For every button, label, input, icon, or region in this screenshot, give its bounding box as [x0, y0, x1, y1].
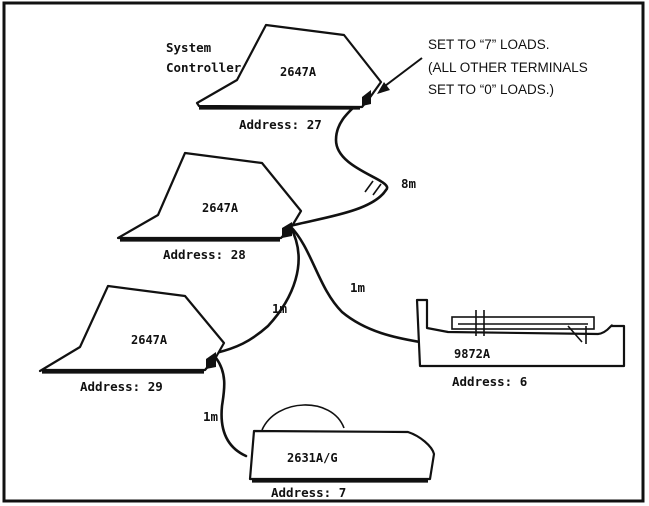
- terminal-controller: 2647A Address: 27: [197, 25, 381, 132]
- device-model: 2647A: [131, 333, 168, 347]
- cable-length-label: 8m: [401, 176, 417, 191]
- printer-paper-arc: [262, 405, 344, 430]
- cable-terminal-28-to-terminal-29: [216, 226, 299, 353]
- device-address: Address: 29: [80, 379, 163, 394]
- cable-terminal-29-to-printer: [216, 358, 246, 456]
- plotter-9872a: 9872A Address: 6: [417, 300, 624, 389]
- terminal-29: 2647A Address: 29: [40, 286, 224, 394]
- device-model: 2647A: [280, 65, 317, 79]
- system-controller-label-line-1: System: [166, 40, 212, 55]
- device-model: 9872A: [454, 347, 491, 361]
- printer-2631a: 2631A/G Address: 7: [250, 431, 434, 500]
- device-address: Address: 27: [239, 117, 322, 132]
- terminal-28: 2647A Address: 28: [118, 153, 301, 262]
- system-controller-label-line-2: Controller: [166, 60, 242, 75]
- cable-length-label: 1m: [350, 280, 366, 295]
- device-address: Address: 7: [271, 485, 346, 500]
- device-address: Address: 6: [452, 374, 527, 389]
- device-model: 2647A: [202, 201, 239, 215]
- note-line-3: SET TO “0” LOADS.): [428, 82, 554, 97]
- device-model: 2631A/G: [287, 451, 338, 465]
- note-line-1: SET TO “7” LOADS.: [428, 37, 550, 52]
- cable-controller-to-terminal-28: [290, 93, 387, 226]
- device-address: Address: 28: [163, 247, 246, 262]
- cable-length-label: 1m: [272, 301, 288, 316]
- cable-length-label: 1m: [203, 409, 219, 424]
- load-setting-note: SET TO “7” LOADS. (ALL OTHER TERMINALS S…: [377, 37, 588, 97]
- cable-break-mark: [365, 181, 381, 195]
- note-arrow-shaft: [381, 58, 422, 89]
- note-line-2: (ALL OTHER TERMINALS: [428, 60, 588, 75]
